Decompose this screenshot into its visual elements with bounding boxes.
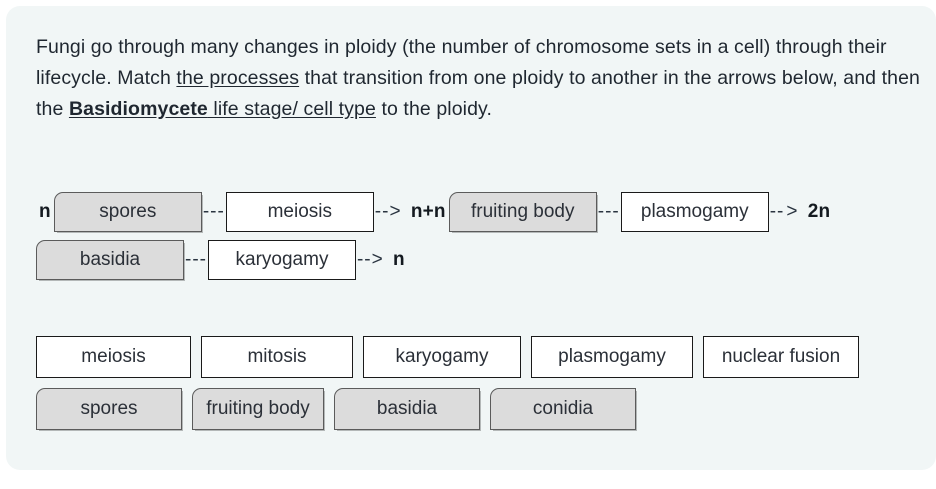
bank-option-spores[interactable]: spores	[36, 388, 182, 430]
bank-option-meiosis[interactable]: meiosis	[36, 336, 191, 378]
flow-slot-plasmogamy[interactable]: plasmogamy	[620, 192, 769, 232]
ploidy-label-n-plus-n: n+n	[410, 201, 446, 222]
flow-separator-dashes-3: ---	[185, 249, 207, 271]
flow-slot-spores[interactable]: spores	[53, 192, 202, 232]
prompt-text-part2: that transition from one ploidy to anoth…	[36, 67, 920, 120]
question-card: Fungi go through many changes in ploidy …	[6, 6, 936, 470]
flow-slot-karyogamy[interactable]: karyogamy	[207, 240, 356, 281]
bank-option-mitosis[interactable]: mitosis	[201, 336, 353, 378]
flow-separator-arrow-2-head: >	[786, 201, 799, 222]
bank-option-conidia[interactable]: conidia	[490, 388, 636, 430]
prompt-underline-processes: the processes	[176, 67, 300, 89]
ploidy-label-n-end: n	[393, 249, 405, 271]
bank-option-karyogamy[interactable]: karyogamy	[363, 336, 521, 378]
bank-option-fruiting-body[interactable]: fruiting body	[192, 388, 324, 430]
flow-separator-dashes-1: ---	[202, 201, 225, 222]
question-prompt: Fungi go through many changes in ploidy …	[36, 32, 926, 125]
prompt-underline-lifestage: life stage/ cell type	[207, 98, 376, 120]
flow-separator-arrow-1: -->	[374, 201, 402, 222]
prompt-bold-basidiomycete: Basidiomycete	[68, 98, 208, 120]
bank-option-plasmogamy[interactable]: plasmogamy	[531, 336, 693, 378]
flow-slot-basidia[interactable]: basidia	[36, 240, 184, 281]
ploidy-label-2n: 2n	[807, 201, 831, 222]
prompt-text-part1: Fungi go through many changes in ploidy …	[36, 36, 887, 89]
flow-slot-meiosis[interactable]: meiosis	[225, 192, 374, 232]
bank-option-nuclear-fusion[interactable]: nuclear fusion	[703, 336, 859, 378]
flow-separator-dashes-2: ---	[597, 201, 620, 222]
ploidy-label-n-start: n	[39, 201, 51, 222]
bank-option-basidia[interactable]: basidia	[334, 388, 480, 430]
prompt-text-part3: to the ploidy.	[375, 98, 492, 120]
flow-separator-arrow-3: -->	[356, 249, 384, 271]
flow-separator-arrow-2-tail: --	[769, 201, 785, 222]
flow-slot-fruiting-body[interactable]: fruiting body	[448, 192, 597, 232]
